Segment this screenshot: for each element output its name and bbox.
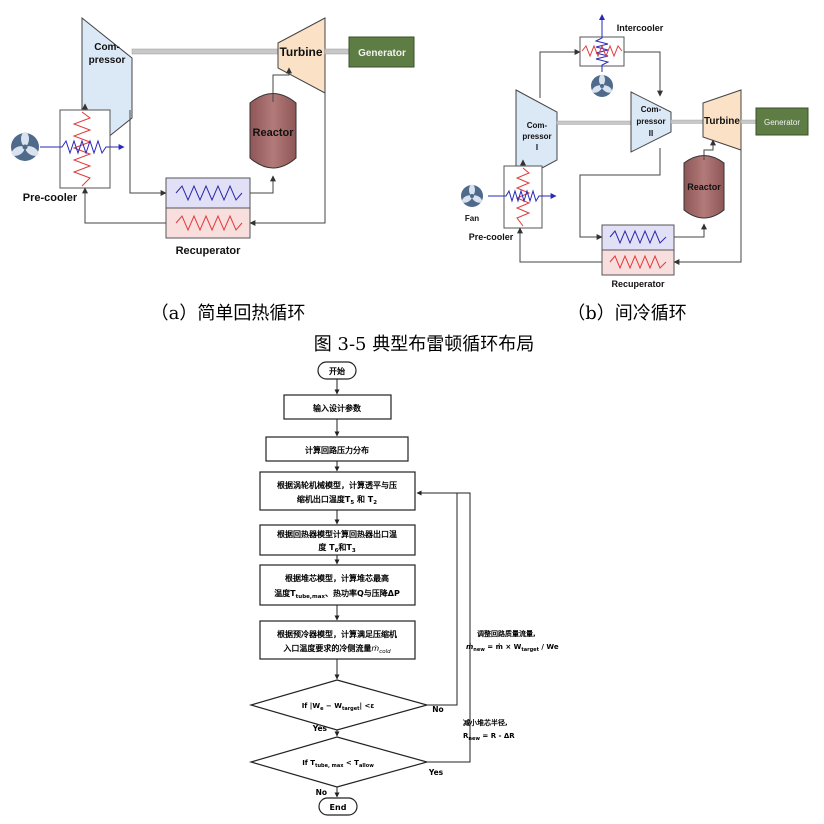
shaft-b-2 <box>670 119 704 124</box>
intercooler-b-blue-coil <box>594 18 610 72</box>
generator-a-label: Generator <box>358 48 406 59</box>
compressor-1-b <box>515 89 558 183</box>
recuperator-a-bottom <box>165 207 251 239</box>
flow-lines-a <box>82 67 326 226</box>
compressor-1-label-1: Com- <box>527 121 548 130</box>
precooler-b-label: Pre-cooler <box>469 232 514 242</box>
flow-end-label: End <box>330 803 347 812</box>
flow-decision-2-label: If Ttube, max < Tallow <box>302 759 374 769</box>
recuperator-a-blue-coil <box>175 184 243 202</box>
flow-step-1 <box>283 394 392 420</box>
flow-step-4-line1: 根据回热器模型计算回热器出口温 <box>277 529 397 539</box>
fan-a-icon <box>11 132 39 161</box>
flow-no-2: No <box>316 788 327 797</box>
flow-step-5 <box>259 564 416 606</box>
precooler-b-red-coil <box>515 167 531 227</box>
compressor-2-b <box>630 91 672 153</box>
compressor-1-label-3: I <box>536 143 538 152</box>
flow-step-4-line2: 度 T6和T3 <box>318 542 356 554</box>
flow-reduce-line1: 减小堆芯半径, <box>463 718 508 727</box>
flow-step-4 <box>259 524 416 556</box>
reactor-b <box>683 155 725 219</box>
diagram-b: Intercooler Com- pressor I Com- pressor … <box>461 14 809 289</box>
flow-yes-1: Yes <box>312 724 328 733</box>
generator-a <box>348 36 415 68</box>
shaft-a <box>131 48 279 55</box>
recuperator-a-red-coil <box>175 214 243 232</box>
flow-decision-2 <box>248 736 430 788</box>
shaft-b-1 <box>556 120 632 125</box>
generator-b <box>755 107 809 136</box>
figure-caption: 图 3-5 典型布雷顿循环布局 <box>314 334 534 355</box>
flow-lines-b <box>517 49 742 265</box>
fan-b-label: Fan <box>465 214 479 223</box>
compressor-2-label-1: Com- <box>641 105 662 114</box>
flow-step-3-line1: 根据涡轮机械模型，计算透平与压 <box>277 480 397 490</box>
recuperator-a-label: Recuperator <box>176 245 242 257</box>
flow-step-5-line1: 根据堆芯模型，计算堆芯最高 <box>285 573 389 583</box>
shaft-a-gen <box>324 48 350 55</box>
intercooler-fan-icon <box>591 74 613 97</box>
compressor-a-label-2: pressor <box>89 55 126 66</box>
flow-adjust-line2: ṁnew = ṁ × Wtarget / We <box>466 643 559 653</box>
flow-end <box>318 797 358 816</box>
precooler-b-blue-coil <box>488 189 557 203</box>
flow-step-2 <box>265 436 409 462</box>
flow-decision-1-label: If |We − Wtarget| <ε <box>302 702 375 712</box>
precooler-a-red-coil <box>72 111 92 187</box>
precooler-a-label: Pre-cooler <box>23 192 78 204</box>
flow-step-3 <box>259 471 416 511</box>
reactor-b-label: Reactor <box>687 182 721 192</box>
flow-no-1: No <box>432 705 443 714</box>
turbine-b-label: Turbine <box>704 116 740 127</box>
intercooler-b-red-coil <box>581 44 623 58</box>
compressor-1-label-2: pressor <box>522 132 551 141</box>
flow-step-3-line2: 缩机出口温度T5 和 T2 <box>297 494 377 506</box>
turbine-a-label: Turbine <box>279 45 322 59</box>
recuperator-a-top <box>165 177 251 209</box>
intercooler-b-label: Intercooler <box>617 23 664 33</box>
flow-yes-2: Yes <box>428 768 444 777</box>
flow-step-5-line2: 温度Ttube,max、热功率Q与压降ΔP <box>274 588 400 600</box>
precooler-a-blue-coil <box>40 139 125 155</box>
flow-step-6 <box>259 620 416 660</box>
recuperator-b-label: Recuperator <box>611 279 665 289</box>
compressor-2-label-3: II <box>649 129 653 138</box>
flow-start-label: 开始 <box>329 366 345 376</box>
recuperator-b-blue-coil <box>609 229 667 245</box>
caption-a: （a）简单回热循环 <box>151 303 306 324</box>
generator-b-label: Generator <box>764 118 800 127</box>
flowchart: 开始 输入设计参数 计算回路压力分布 根据涡轮机械模型，计算透平与压 缩机出口温… <box>248 361 559 816</box>
diagram-a: Com- pressor Turbine Generator Reactor P… <box>11 16 415 257</box>
compressor-a-label-1: Com- <box>94 42 120 53</box>
shaft-b-gen <box>740 119 757 124</box>
flow-connectors <box>334 379 471 798</box>
compressor-2-label-2: pressor <box>636 117 665 126</box>
fan-b-icon <box>461 184 483 207</box>
reactor-a <box>249 93 297 169</box>
flow-step-6-line2: 入口温度要求的冷侧流量ṁcold <box>282 643 391 655</box>
flow-step-1-label: 输入设计参数 <box>313 403 362 413</box>
reactor-a-label: Reactor <box>253 127 295 139</box>
flow-step-6-line1: 根据预冷器模型，计算满足压缩机 <box>277 629 397 639</box>
flow-adjust-line1: 调整回路质量流量, <box>477 629 536 638</box>
flow-step-2-label: 计算回路压力分布 <box>305 445 369 455</box>
flow-reduce-line2: Rnew = R - ΔR <box>463 732 515 742</box>
caption-b: （b）间冷循环 <box>567 303 687 324</box>
recuperator-b-red-coil <box>609 254 667 270</box>
